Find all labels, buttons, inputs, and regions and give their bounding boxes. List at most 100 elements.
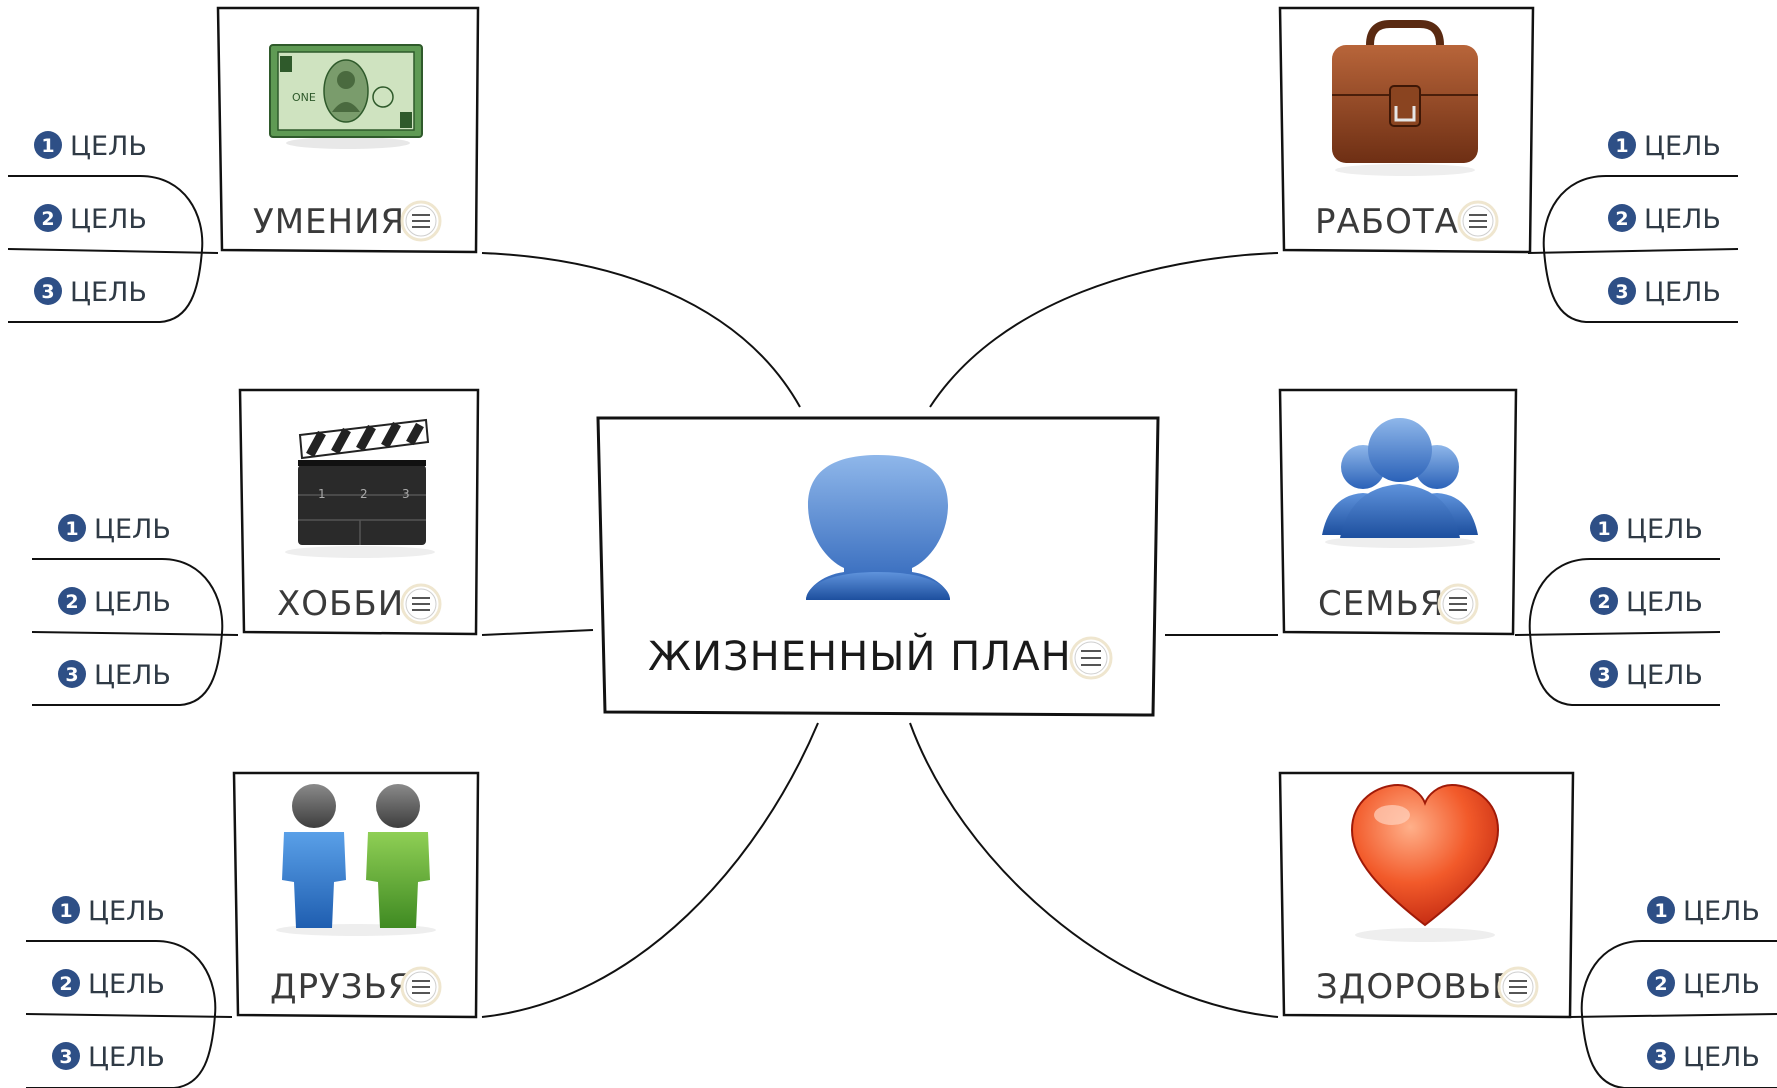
goal-item[interactable]: 2 ЦЕЛЬ bbox=[1590, 587, 1703, 618]
goal-number: 1 bbox=[1615, 135, 1628, 157]
goal-item[interactable]: 1 ЦЕЛЬ bbox=[1590, 514, 1703, 545]
goal-label: ЦЕЛЬ bbox=[1644, 277, 1721, 308]
goal-number: 2 bbox=[1654, 973, 1667, 995]
goal-number-badge bbox=[52, 1042, 80, 1070]
goal-label: ЦЕЛЬ bbox=[1626, 587, 1703, 618]
goal-number-badge bbox=[52, 969, 80, 997]
goal-item[interactable]: 2 ЦЕЛЬ bbox=[52, 969, 165, 1000]
goal-item[interactable]: 3 ЦЕЛЬ bbox=[1590, 660, 1703, 691]
topic-card-rabota[interactable]: РАБОТА bbox=[1278, 6, 1535, 254]
goal-label: ЦЕЛЬ bbox=[88, 1042, 165, 1073]
svg-text:1: 1 bbox=[318, 487, 326, 501]
family-icon bbox=[1322, 418, 1478, 548]
goal-number-badge bbox=[58, 587, 86, 615]
goal-number: 1 bbox=[59, 900, 72, 922]
goal-label: ЦЕЛЬ bbox=[88, 969, 165, 1000]
goal-number: 2 bbox=[59, 973, 72, 995]
heart-icon bbox=[1350, 783, 1500, 942]
connector-rabota bbox=[929, 252, 1279, 408]
topic-card-zdorovye[interactable]: ЗДОРОВЬЕ bbox=[1278, 771, 1575, 1019]
goal-number: 3 bbox=[1615, 281, 1628, 303]
goal-number: 3 bbox=[1654, 1046, 1667, 1068]
svg-text:3: 3 bbox=[402, 487, 410, 501]
goal-label: ЦЕЛЬ bbox=[1644, 204, 1721, 235]
goal-label: ЦЕЛЬ bbox=[94, 587, 171, 618]
topic-title: РАБОТА bbox=[1315, 202, 1459, 242]
topic-card-druzya[interactable]: ДРУЗЬЯ bbox=[232, 771, 480, 1019]
connector-umeniya bbox=[481, 252, 801, 408]
topic-card-semya[interactable]: СЕМЬЯ bbox=[1278, 388, 1518, 636]
goal-item[interactable]: 1 ЦЕЛЬ bbox=[58, 514, 171, 545]
topic-title: ЗДОРОВЬЕ bbox=[1316, 967, 1515, 1007]
connectors bbox=[481, 252, 1279, 1018]
goal-number-badge bbox=[58, 660, 86, 688]
connector-zdorovye bbox=[909, 722, 1279, 1018]
goal-number: 1 bbox=[1597, 518, 1610, 540]
goal-number: 2 bbox=[1615, 208, 1628, 230]
goal-label: ЦЕЛЬ bbox=[1626, 660, 1703, 691]
clapperboard-icon: 1 2 3 bbox=[285, 418, 435, 558]
goal-number-badge bbox=[1590, 587, 1618, 615]
topic-title: УМЕНИЯ bbox=[253, 202, 405, 242]
goal-number: 2 bbox=[65, 591, 78, 613]
topic-card-hobbi[interactable]: 1 2 3 ХОББИ bbox=[238, 388, 480, 636]
notes-menu-icon[interactable] bbox=[400, 200, 442, 242]
svg-text:ONE: ONE bbox=[292, 91, 316, 104]
goal-label: ЦЕЛЬ bbox=[1683, 1042, 1760, 1073]
goal-number-badge bbox=[1590, 514, 1618, 542]
center-card[interactable]: ЖИЗНЕННЫЙ ПЛАН bbox=[596, 416, 1160, 717]
goal-label: ЦЕЛЬ bbox=[70, 131, 147, 162]
topic-title: ХОББИ bbox=[277, 584, 404, 624]
money-bill-icon: ONE bbox=[269, 44, 423, 149]
goal-label: ЦЕЛЬ bbox=[94, 514, 171, 545]
goal-label: ЦЕЛЬ bbox=[70, 277, 147, 308]
goal-number-badge bbox=[1647, 896, 1675, 924]
goal-item[interactable]: 3 ЦЕЛЬ bbox=[52, 1042, 165, 1073]
topic-card-umeniya[interactable]: ONE УМЕНИЯ bbox=[216, 6, 480, 254]
notes-menu-icon[interactable] bbox=[1069, 636, 1113, 680]
goal-label: ЦЕЛЬ bbox=[94, 660, 171, 691]
topic-title: ДРУЗЬЯ bbox=[270, 967, 413, 1007]
notes-menu-icon[interactable] bbox=[400, 583, 442, 625]
goal-number: 3 bbox=[1597, 664, 1610, 686]
goal-number-badge bbox=[52, 896, 80, 924]
goal-number-badge bbox=[1608, 204, 1636, 232]
person-icon bbox=[806, 455, 950, 600]
goal-number: 1 bbox=[1654, 900, 1667, 922]
goal-branches bbox=[7, 175, 1777, 1088]
goal-number-badge bbox=[34, 204, 62, 232]
goal-number: 1 bbox=[65, 518, 78, 540]
connector-hobbi bbox=[481, 629, 594, 636]
goal-item[interactable]: 3 ЦЕЛЬ bbox=[1608, 277, 1721, 308]
goal-item[interactable]: 2 ЦЕЛЬ bbox=[58, 587, 171, 618]
goal-number-badge bbox=[1608, 131, 1636, 159]
goal-number: 2 bbox=[41, 208, 54, 230]
svg-text:2: 2 bbox=[360, 487, 368, 501]
goal-number: 3 bbox=[59, 1046, 72, 1068]
goal-label: ЦЕЛЬ bbox=[1626, 514, 1703, 545]
friends-icon bbox=[276, 784, 436, 936]
goal-item[interactable]: 3 ЦЕЛЬ bbox=[1647, 1042, 1760, 1073]
goal-number: 2 bbox=[1597, 591, 1610, 613]
goal-number-badge bbox=[1608, 277, 1636, 305]
notes-menu-icon[interactable] bbox=[1457, 200, 1499, 242]
center-title: ЖИЗНЕННЫЙ ПЛАН bbox=[648, 632, 1072, 680]
notes-menu-icon[interactable] bbox=[400, 966, 442, 1008]
notes-menu-icon[interactable] bbox=[1437, 583, 1479, 625]
goal-item[interactable]: 2 ЦЕЛЬ bbox=[1608, 204, 1721, 235]
notes-menu-icon[interactable] bbox=[1497, 966, 1539, 1008]
goal-number-badge bbox=[34, 277, 62, 305]
goal-number-badge bbox=[1647, 969, 1675, 997]
connector-druzya bbox=[481, 722, 819, 1018]
briefcase-icon bbox=[1332, 20, 1478, 176]
